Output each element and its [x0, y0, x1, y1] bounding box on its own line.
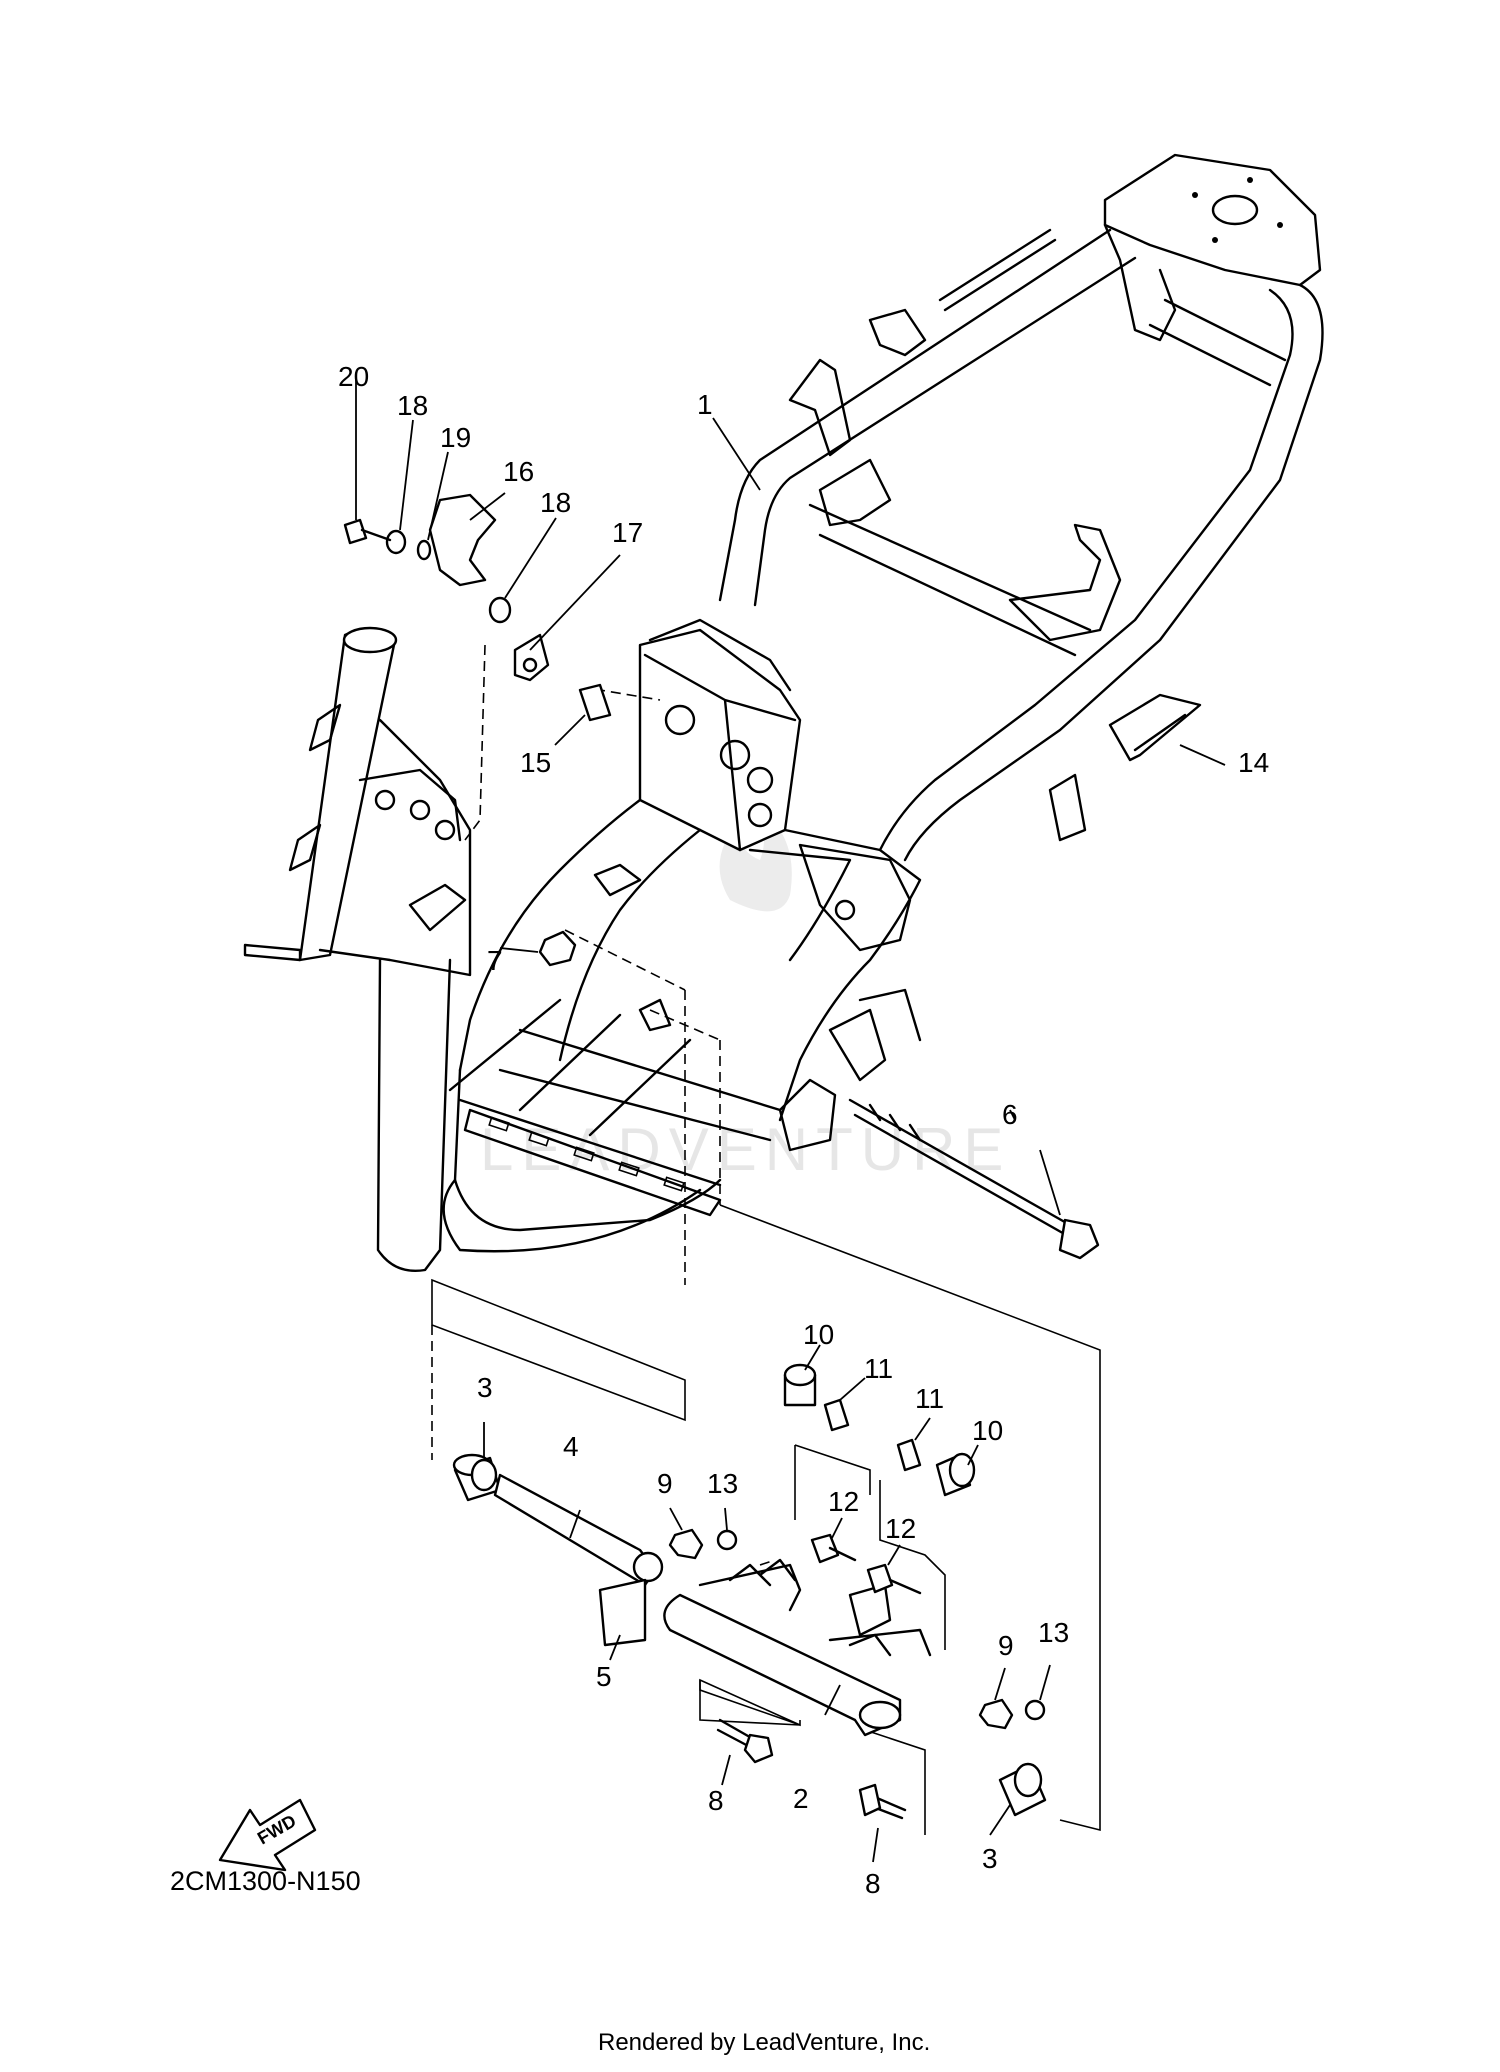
- washer-19[interactable]: [416, 539, 432, 561]
- callout-15: 15: [520, 747, 551, 778]
- callout-11: 11: [864, 1353, 893, 1384]
- leader-lines: [355, 380, 1226, 1863]
- nut-13-left[interactable]: [716, 1529, 738, 1551]
- leadventure-watermark: LEADVENTURE: [480, 805, 1011, 1183]
- engine-bracket[interactable]: [663, 1558, 932, 1737]
- diagram-code: 2CM1300-N150: [170, 1866, 361, 1896]
- callout-2: 2: [793, 1783, 809, 1814]
- bolt-12-right[interactable]: [866, 1563, 922, 1595]
- callout-9b: 9: [998, 1630, 1014, 1661]
- callout-5: 5: [596, 1661, 612, 1692]
- callout-1: 1: [697, 389, 713, 420]
- damper-left[interactable]: [452, 1453, 502, 1502]
- callout-10: 10: [803, 1319, 834, 1350]
- callout-18b: 18: [540, 487, 571, 518]
- collar-pipe[interactable]: [493, 1473, 664, 1587]
- bolt-8-left[interactable]: [716, 1718, 774, 1764]
- callout-19: 19: [440, 422, 471, 453]
- fwd-arrow-icon: FWD: [218, 1798, 317, 1872]
- callout-6: 6: [1002, 1099, 1018, 1130]
- watermark-text: LEADVENTURE: [480, 1116, 1011, 1183]
- bushing-10-right[interactable]: [935, 1452, 976, 1497]
- nut[interactable]: [538, 930, 577, 967]
- bolt-8-right[interactable]: [858, 1783, 907, 1820]
- bolt-12-left[interactable]: [810, 1533, 857, 1564]
- main-frame[interactable]: [243, 153, 1324, 1272]
- footer-credit: Rendered by LeadVenture, Inc.: [598, 2029, 930, 2056]
- collar-18-bottom[interactable]: [488, 596, 512, 624]
- callout-4: 4: [563, 1431, 579, 1462]
- callout-3b: 3: [982, 1843, 998, 1874]
- callout-11b: 11: [915, 1383, 944, 1414]
- collar-11-right[interactable]: [896, 1438, 922, 1472]
- nut-13-right[interactable]: [1024, 1699, 1046, 1721]
- callout-17: 17: [612, 517, 643, 548]
- callouts: 1 2 3 3 4 5 6 7 8 8 9 9 10 10 11 11 12 1…: [338, 361, 1269, 1899]
- callout-13b: 13: [1038, 1617, 1069, 1648]
- collar-11-left[interactable]: [823, 1398, 850, 1432]
- bracket-17[interactable]: [513, 633, 550, 682]
- callout-16: 16: [503, 456, 534, 487]
- callout-13: 13: [707, 1468, 738, 1499]
- damper-15[interactable]: [578, 683, 612, 722]
- rubber-strip[interactable]: [1108, 693, 1202, 762]
- collar-18-top[interactable]: [385, 529, 407, 555]
- callout-12: 12: [828, 1486, 859, 1517]
- alignment-lines: [431, 644, 1101, 1835]
- bushing-10-left[interactable]: [783, 1363, 817, 1407]
- callout-14: 14: [1238, 747, 1269, 778]
- nut-9-left[interactable]: [668, 1528, 704, 1560]
- plate[interactable]: [598, 1578, 647, 1647]
- callout-3: 3: [477, 1372, 493, 1403]
- callout-20: 20: [338, 361, 369, 392]
- callout-9: 9: [657, 1468, 673, 1499]
- callout-18: 18: [397, 390, 428, 421]
- bracket-16[interactable]: [428, 493, 497, 587]
- callout-10b: 10: [972, 1415, 1003, 1446]
- callout-8b: 8: [865, 1868, 881, 1899]
- bolt-20[interactable]: [343, 518, 392, 545]
- callout-12b: 12: [885, 1513, 916, 1544]
- nut-9-right[interactable]: [978, 1698, 1014, 1730]
- callout-7: 7: [487, 945, 503, 976]
- damper-right[interactable]: [998, 1762, 1047, 1817]
- long-bolt[interactable]: [848, 1098, 1100, 1260]
- callout-8: 8: [708, 1785, 724, 1816]
